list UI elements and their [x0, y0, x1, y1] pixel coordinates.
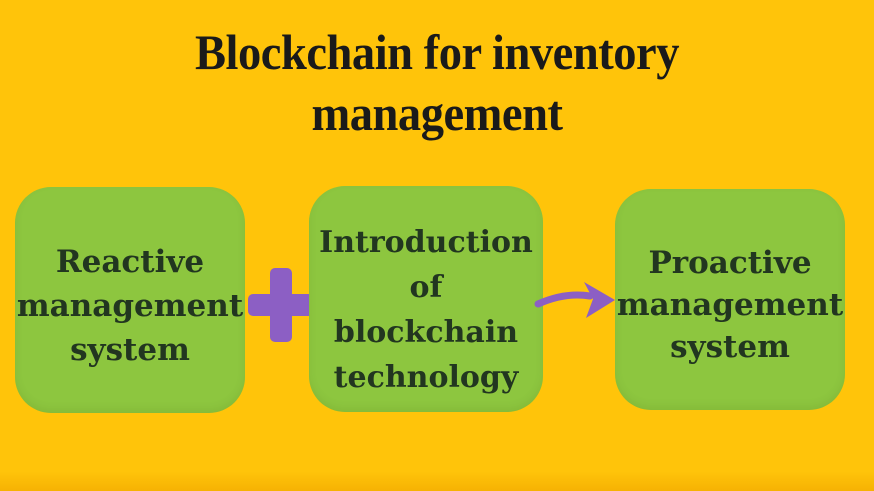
step-box-line: management: [616, 286, 844, 323]
title-line-1: Blockchain for inventory: [194, 24, 679, 80]
title-line-2: management: [311, 85, 563, 141]
step-box-line: Introduction: [319, 225, 533, 260]
step-box-line: system: [70, 332, 190, 368]
page-title: Blockchain for inventory management: [31, 22, 844, 144]
step-box-reactive-system: Reactive management system: [15, 187, 245, 413]
step-box-line: Proactive: [648, 244, 812, 281]
arrow-right-icon: [534, 282, 615, 318]
step-box-line: blockchain: [333, 315, 519, 350]
step-box-line: system: [670, 328, 790, 365]
step-box-proactive-system: Proactive management system: [615, 189, 845, 410]
step-box-line: of: [409, 270, 443, 305]
step-box-line: Reactive: [55, 244, 205, 280]
plus-icon: [248, 268, 314, 342]
step-box-line: management: [16, 288, 244, 324]
step-box-blockchain-introduction: Introduction of blockchain technology: [309, 186, 543, 412]
step-box-line: technology: [333, 360, 519, 395]
